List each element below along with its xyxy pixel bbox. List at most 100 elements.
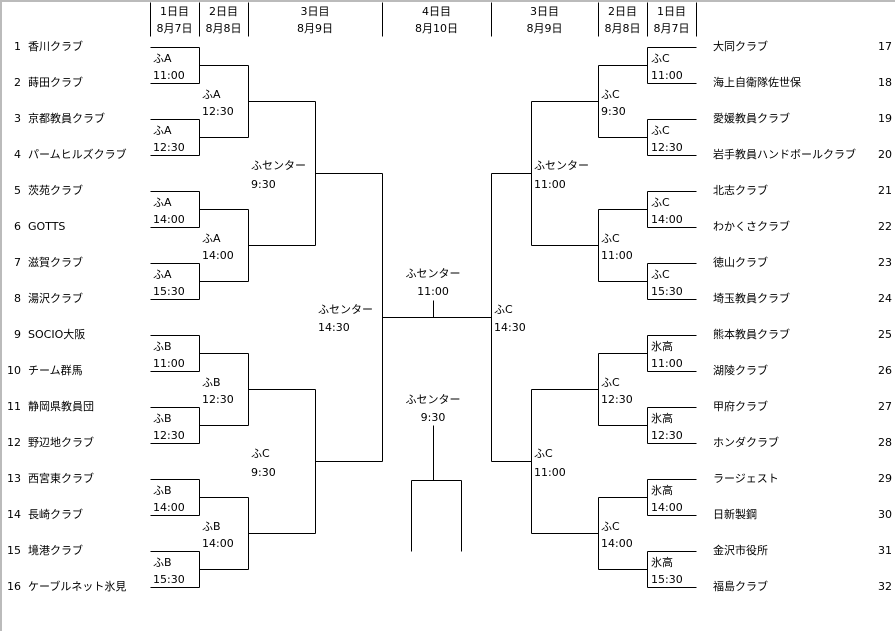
header-day: 4日目: [422, 5, 451, 18]
team-name: 静岡県教員団: [28, 400, 94, 413]
match-venue: ふB: [153, 412, 172, 425]
match-venue: ふA: [202, 232, 221, 245]
match-time: 11:00: [601, 249, 633, 262]
team-number: 24: [878, 292, 892, 305]
team-number: 9: [14, 328, 21, 341]
match-venue: ふC: [601, 88, 620, 101]
team-number: 10: [7, 364, 21, 377]
team-number: 7: [14, 256, 21, 269]
match-time: 14:00: [601, 537, 633, 550]
header-date: 8月9日: [526, 22, 563, 35]
team-number: 32: [878, 580, 892, 593]
team-number: 11: [7, 400, 21, 413]
match-venue: ふB: [153, 484, 172, 497]
match-time: 14:00: [202, 249, 234, 262]
team-name: 西宮東クラブ: [28, 472, 94, 485]
team-number: 3: [14, 112, 21, 125]
team-number: 15: [7, 544, 21, 557]
team-name: 海上自衛隊佐世保: [713, 76, 801, 89]
match-venue: ふC: [251, 447, 270, 460]
match-venue: ふA: [202, 88, 221, 101]
team-name: パームヒルズクラブ: [28, 148, 127, 161]
team-number: 20: [878, 148, 892, 161]
match-time: 9:30: [601, 105, 626, 118]
match-venue: ふセンター: [534, 159, 589, 172]
header-date: 8月8日: [604, 22, 641, 35]
team-name: 湖陵クラブ: [713, 364, 768, 377]
match-venue: ふA: [153, 196, 172, 209]
team-name: ホンダクラブ: [713, 436, 779, 449]
team-number: 28: [878, 436, 892, 449]
team-name: 岩手教員ハンドボールクラブ: [713, 148, 856, 161]
match-time: 14:00: [153, 501, 185, 514]
match-venue: ふB: [153, 340, 172, 353]
match-venue: ふA: [153, 268, 172, 281]
team-name: 湯沢クラブ: [28, 292, 83, 305]
match-time: 12:30: [651, 141, 683, 154]
match-venue: ふC: [651, 124, 670, 137]
team-number: 1: [14, 40, 21, 53]
match-time: 9:30: [251, 466, 276, 479]
match-time: 12:30: [153, 429, 185, 442]
match-venue: 氷高: [651, 484, 673, 497]
match-time: 12:30: [202, 105, 234, 118]
team-name: 京都教員クラブ: [28, 112, 105, 125]
match-time: 14:00: [202, 537, 234, 550]
match-time: 15:30: [153, 573, 185, 586]
header-date: 8月7日: [156, 22, 193, 35]
team-name: 埼玉教員クラブ: [713, 292, 790, 305]
team-number: 17: [878, 40, 892, 53]
team-name: 蒔田クラブ: [28, 76, 83, 89]
match-venue: ふC: [494, 303, 513, 316]
team-name: GOTTS: [28, 220, 66, 233]
match-venue: 氷高: [651, 340, 673, 353]
third-place-venue: ふセンター: [405, 393, 461, 406]
match-time: 9:30: [251, 178, 276, 191]
header-day: 3日目: [530, 5, 559, 18]
team-number: 27: [878, 400, 892, 413]
match-time: 12:30: [202, 393, 234, 406]
match-venue: ふB: [153, 556, 172, 569]
team-name: SOCIO大阪: [28, 328, 86, 341]
team-name: 境港クラブ: [28, 544, 83, 557]
header-day: 2日目: [209, 5, 238, 18]
team-name: 福島クラブ: [713, 580, 768, 593]
match-venue: ふC: [651, 268, 670, 281]
team-name: 長崎クラブ: [28, 508, 83, 521]
team-name: ケーブルネット氷見: [28, 580, 127, 593]
header-date: 8月9日: [297, 22, 333, 35]
team-name: 大同クラブ: [713, 40, 768, 53]
match-time: 11:00: [534, 466, 566, 479]
team-number: 23: [878, 256, 892, 269]
team-name: 甲府クラブ: [713, 400, 768, 413]
team-number: 22: [878, 220, 892, 233]
match-time: 11:00: [153, 69, 185, 82]
header-date: 8月10日: [415, 22, 458, 35]
team-number: 18: [878, 76, 892, 89]
match-time: 11:00: [534, 178, 566, 191]
header-day: 3日目: [300, 5, 330, 18]
team-number: 2: [14, 76, 21, 89]
match-venue: ふA: [153, 52, 172, 65]
match-venue: ふC: [601, 376, 620, 389]
team-name: 野辺地クラブ: [28, 436, 94, 449]
header-date: 8月8日: [205, 22, 242, 35]
team-name: 香川クラブ: [28, 40, 83, 53]
team-name: 愛媛教員クラブ: [713, 112, 790, 125]
third-place-time: 9:30: [420, 411, 446, 424]
match-time: 14:30: [494, 321, 526, 334]
team-name: 北志クラブ: [713, 184, 768, 197]
team-name: 茨苑クラブ: [28, 184, 83, 197]
header-day: 2日目: [608, 5, 637, 18]
team-number: 25: [878, 328, 892, 341]
team-name: 徳山クラブ: [713, 256, 768, 269]
match-time: 15:30: [651, 285, 683, 298]
match-venue: ふC: [601, 520, 620, 533]
match-venue: ふセンター: [251, 159, 306, 172]
header-date: 8月7日: [653, 22, 690, 35]
team-number: 12: [7, 436, 21, 449]
team-number: 14: [7, 508, 21, 521]
match-venue: ふセンター: [318, 303, 373, 316]
match-time: 12:30: [651, 429, 683, 442]
